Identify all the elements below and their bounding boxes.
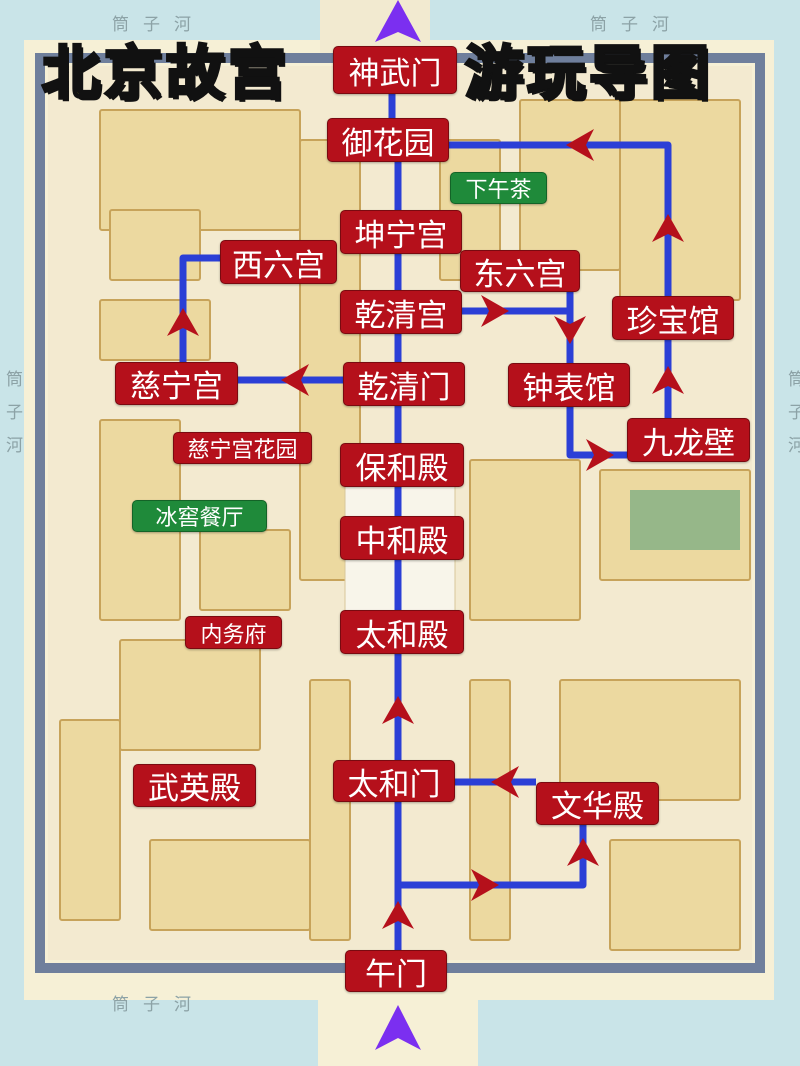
direction-arrow-icon [652, 366, 684, 394]
direction-arrow-icon [567, 838, 599, 866]
label-qianqingmen[interactable]: 乾清门 [343, 362, 465, 406]
palace-building [609, 839, 741, 951]
label-afternoon-tea[interactable]: 下午茶 [450, 172, 547, 204]
direction-arrow-icon [382, 901, 414, 929]
arrow-head [566, 129, 594, 161]
arrow-head [567, 838, 599, 866]
arrow-head [471, 869, 499, 901]
direction-arrow-icon [167, 308, 199, 336]
direction-arrow-icon [281, 364, 309, 396]
label-wumen[interactable]: 午门 [345, 950, 447, 993]
garden-plot [630, 490, 740, 550]
label-shenwumen[interactable]: 神武门 [333, 46, 457, 94]
label-baohedian[interactable]: 保和殿 [340, 443, 464, 487]
arrow-head [652, 214, 684, 242]
label-neiwufu[interactable]: 内务府 [185, 616, 282, 649]
moat-label-top-left: 筒子河 [112, 15, 205, 35]
label-bingjiao-restaurant[interactable]: 冰窖餐厅 [132, 500, 267, 532]
label-zhongbiaoguan[interactable]: 钟表馆 [508, 363, 630, 407]
label-wenhuadian[interactable]: 文华殿 [536, 782, 659, 825]
arrow-head [382, 901, 414, 929]
moat-label-top-right: 筒子河 [590, 15, 683, 35]
entry-arrow-south-icon [375, 1005, 421, 1050]
arrow-head [586, 439, 614, 471]
arrow-head [481, 295, 509, 327]
label-dongliugong[interactable]: 东六宫 [460, 250, 580, 293]
label-kunninggong[interactable]: 坤宁宫 [340, 210, 462, 254]
label-yuhuayuan[interactable]: 御花园 [327, 118, 449, 162]
palace-building [59, 719, 121, 921]
palace-building [619, 99, 741, 301]
direction-arrow-icon [382, 696, 414, 724]
arrow-head [382, 696, 414, 724]
label-taihedian[interactable]: 太和殿 [340, 610, 464, 654]
moat-label-right: 筒子河 [784, 370, 800, 469]
arrow-head [281, 364, 309, 396]
label-zhonghedian[interactable]: 中和殿 [340, 516, 464, 560]
title-right: 游玩导图 [463, 38, 714, 109]
direction-arrow-icon [471, 869, 499, 901]
label-taihemen[interactable]: 太和门 [333, 760, 455, 803]
moat-label-bottom-left: 筒子河 [112, 995, 205, 1015]
direction-arrow-icon [586, 439, 614, 471]
label-cininggong[interactable]: 慈宁宫 [115, 362, 238, 405]
arrow-head [167, 308, 199, 336]
direction-arrow-icon [554, 316, 586, 344]
label-wuyingdian[interactable]: 武英殿 [133, 764, 256, 807]
moat-label-left: 筒子河 [2, 370, 22, 469]
palace-building [469, 459, 581, 621]
label-zhenbaoguan[interactable]: 珍宝馆 [612, 296, 734, 340]
label-cininggong-garden[interactable]: 慈宁宫花园 [173, 432, 312, 464]
palace-building [199, 529, 291, 611]
direction-arrow-icon [652, 214, 684, 242]
arrow-head [554, 316, 586, 344]
arrow-head [652, 366, 684, 394]
palace-building [109, 209, 201, 281]
palace-building [309, 679, 351, 941]
palace-building [149, 839, 311, 931]
title-left: 北京故宫 [40, 38, 291, 109]
label-qianqinggong[interactable]: 乾清宫 [340, 290, 462, 334]
label-xiliugong[interactable]: 西六宫 [220, 240, 337, 284]
direction-arrow-icon [566, 129, 594, 161]
arrow-head [491, 766, 519, 798]
palace-building [119, 639, 261, 751]
label-jiulongbi[interactable]: 九龙壁 [627, 418, 750, 462]
direction-arrow-icon [491, 766, 519, 798]
palace-building [469, 679, 511, 941]
direction-arrow-icon [481, 295, 509, 327]
entry-arrow-north-icon [375, 0, 421, 42]
